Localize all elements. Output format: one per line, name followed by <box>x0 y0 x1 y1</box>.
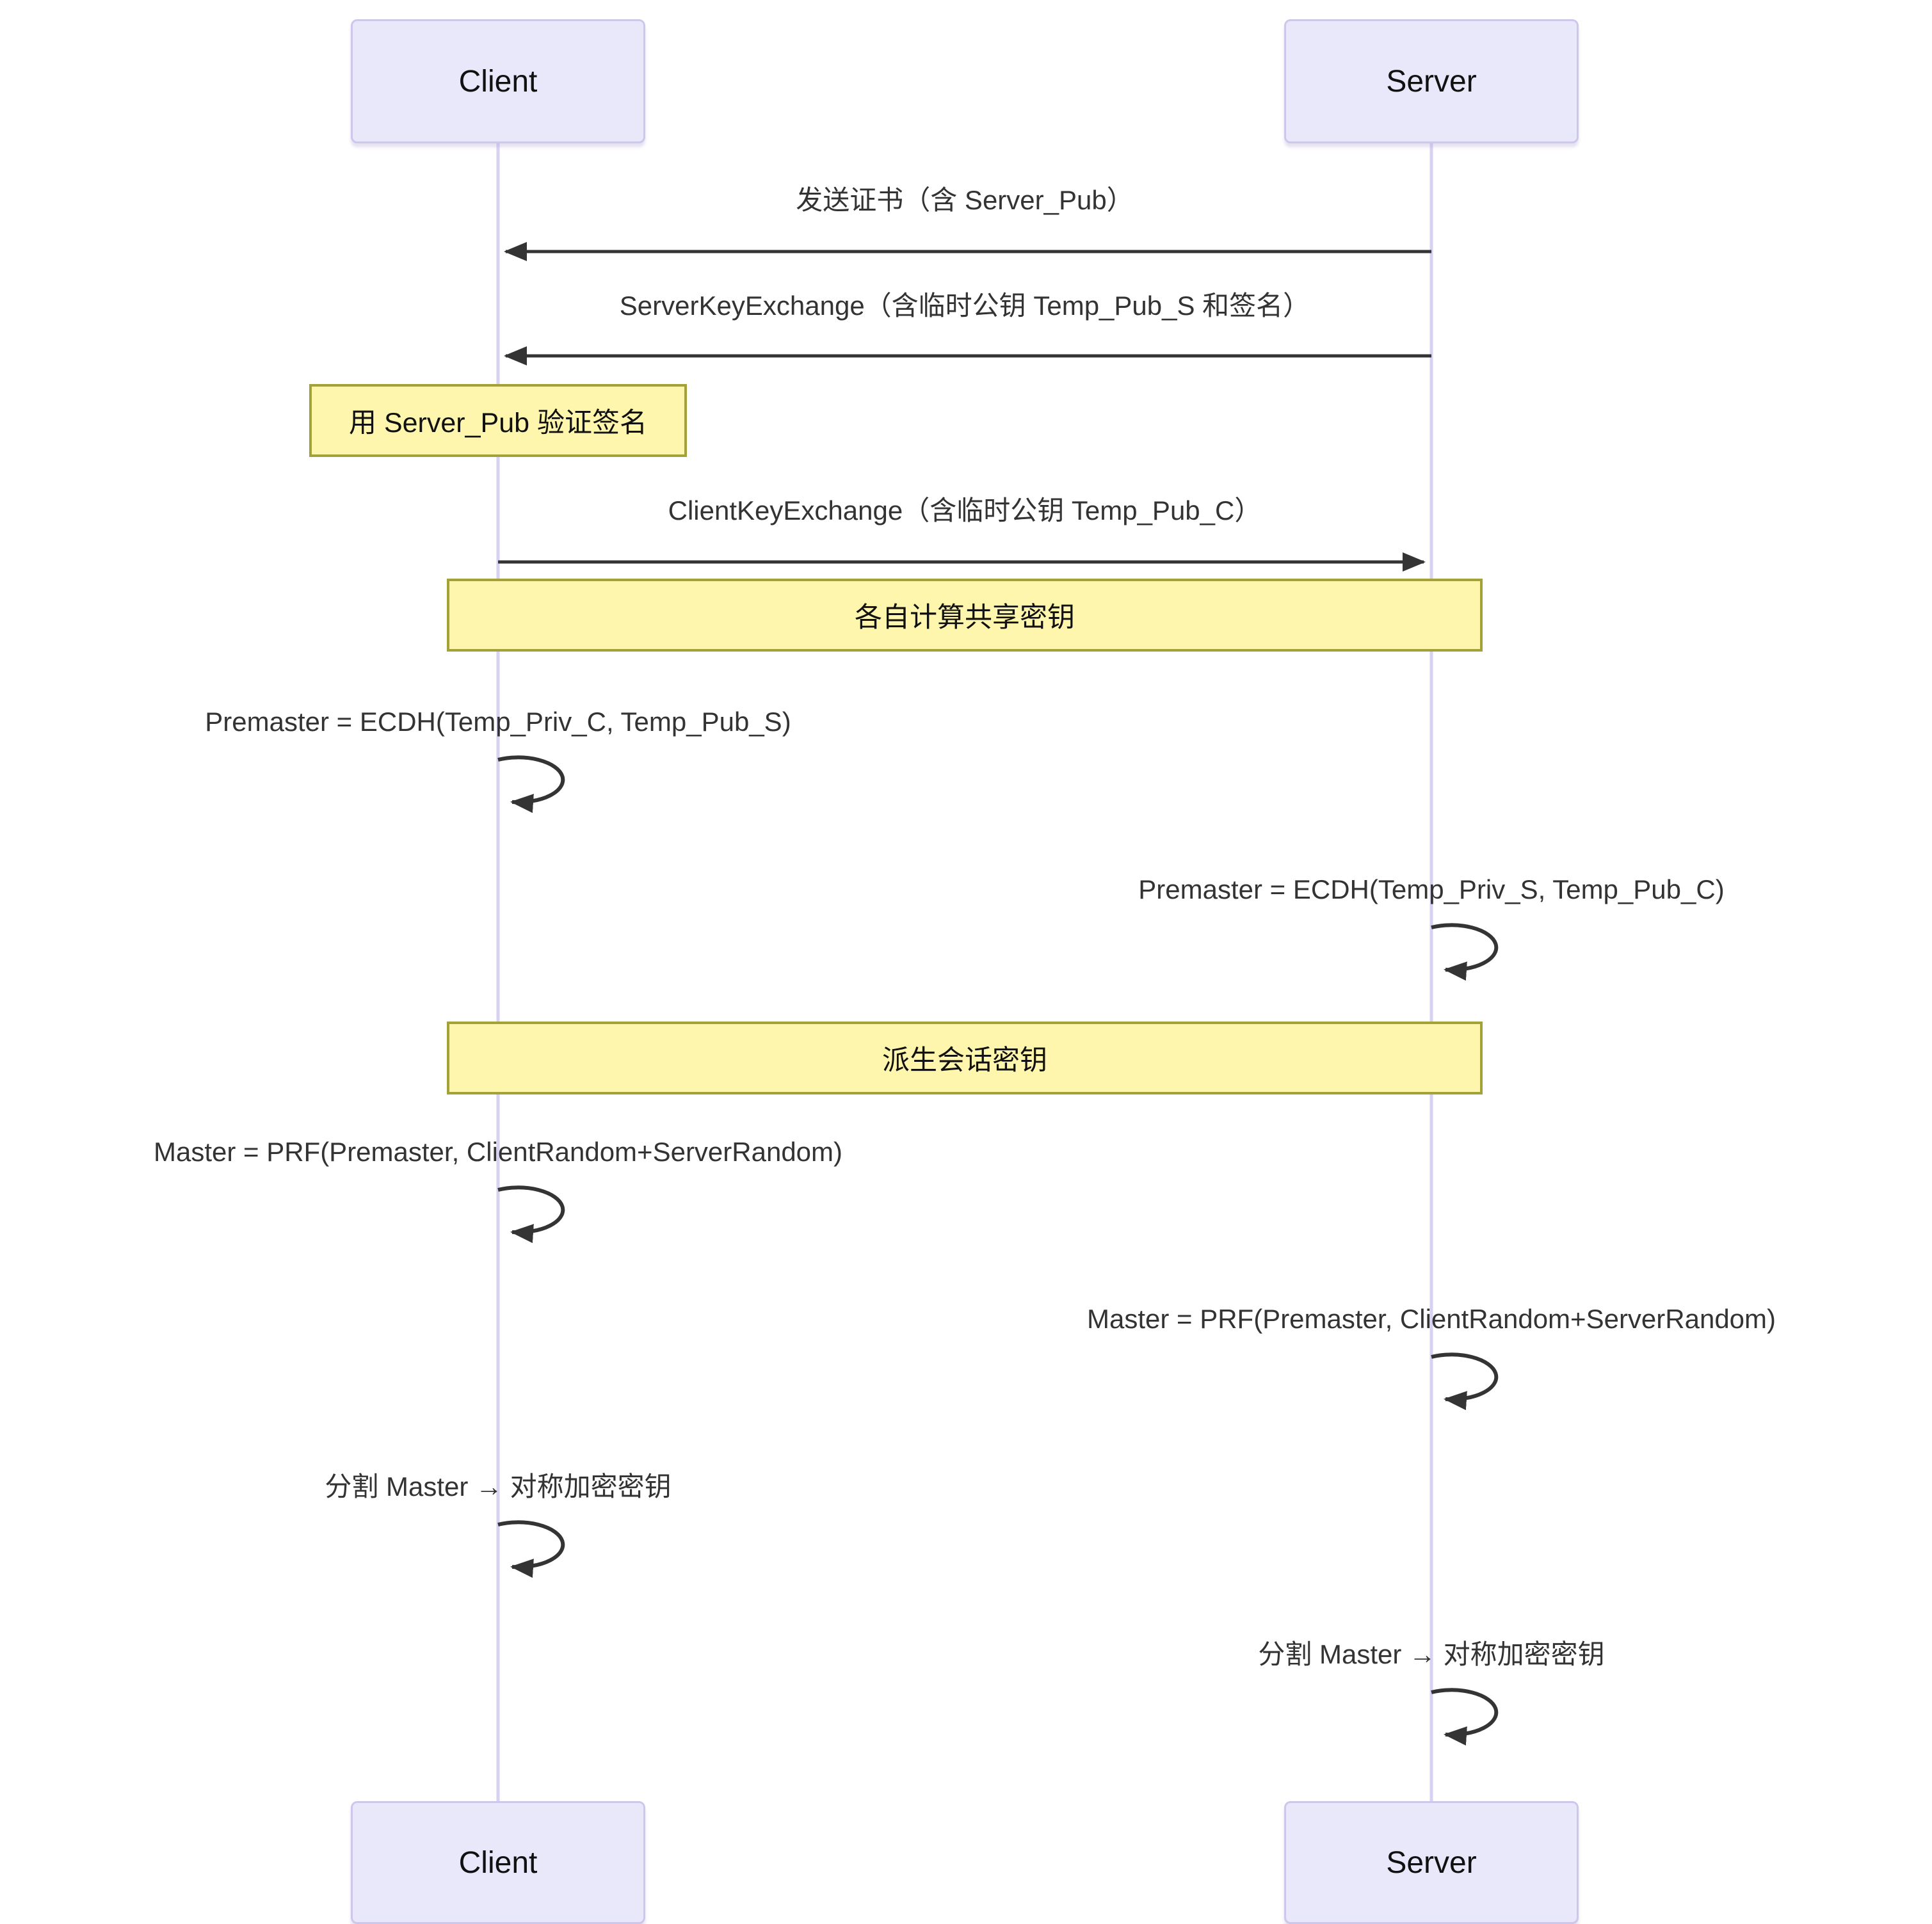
self-loop-master-server-icon <box>1431 1352 1499 1411</box>
self-message-master-server: Master = PRF(Premaster, ClientRandom+Ser… <box>1086 1304 1776 1334</box>
self-message-split-client: 分割 Master → 对称加密密钥 <box>325 1471 672 1502</box>
self-message-premaster-server: Premaster = ECDH(Temp_Priv_S, Temp_Pub_C… <box>1138 874 1725 904</box>
message-server-key-exchange: ServerKeyExchange（含临时公钥 Temp_Pub_S 和签名） <box>619 291 1310 321</box>
self-message-split-server: 分割 Master → 对称加密密钥 <box>1258 1639 1605 1669</box>
self-message-master-client: Master = PRF(Premaster, ClientRandom+Ser… <box>153 1137 843 1167</box>
self-loop-split-server-icon <box>1431 1688 1499 1746</box>
self-loop-premaster-server-icon <box>1431 923 1499 981</box>
actor-server-top: Server <box>1284 19 1579 143</box>
note-compute-shared: 各自计算共享密钥 <box>447 579 1483 652</box>
self-message-premaster-client: Premaster = ECDH(Temp_Priv_C, Temp_Pub_S… <box>205 707 791 737</box>
actor-client-bottom: Client <box>351 1801 645 1924</box>
note-verify-signature: 用 Server_Pub 验证签名 <box>309 384 687 457</box>
actor-server-bottom: Server <box>1284 1801 1579 1924</box>
message-cert: 发送证书（含 Server_Pub） <box>796 185 1134 215</box>
note-derive-session: 派生会话密钥 <box>447 1022 1483 1094</box>
message-client-key-exchange: ClientKeyExchange（含临时公钥 Temp_Pub_C） <box>668 495 1262 525</box>
self-loop-master-client-icon <box>497 1185 565 1244</box>
self-loop-split-client-icon <box>497 1520 565 1578</box>
self-loop-premaster-client-icon <box>497 755 565 814</box>
actor-client-top: Client <box>351 19 645 143</box>
